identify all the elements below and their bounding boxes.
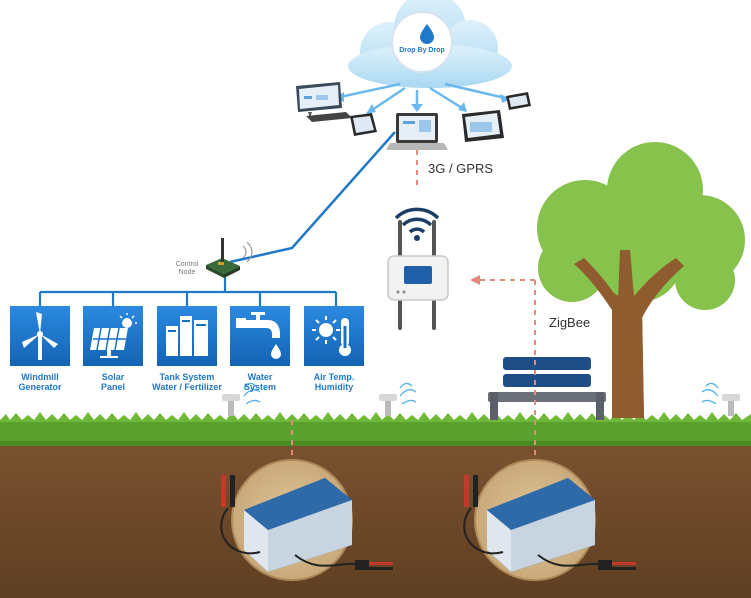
tablet-device-icon [350,113,377,136]
grass-strip [0,412,751,446]
module-label-line1: Windmill [21,372,59,382]
cloud-arrows [339,82,506,112]
module-tile-solar [83,306,143,366]
tree [537,142,745,418]
control-node-label-line1: Control [175,261,199,268]
antenna-icon [221,238,224,262]
module-bus [38,272,338,306]
module-label-line1: Air Temp. [313,372,355,382]
wireless-signal-icon [242,241,253,263]
module-label-line2: System [243,382,277,392]
windmill-icon [22,312,58,360]
zigbee-link [478,279,536,475]
module-label-windmill: Windmill Generator [0,372,85,392]
module-label-tank: Tank System Water / Fertilizer [142,372,232,392]
cellular-link-label: 3G / GPRS [428,161,494,176]
module-label-line1: Tank System [159,372,215,382]
sprinkler-icon [222,382,261,416]
desktop-computer-icon [296,82,352,122]
module-label-line2: Panel [100,382,125,392]
solar-panel-icon [90,313,137,358]
zigbee-arrow [470,275,480,285]
water-tap-icon [236,312,281,359]
wireless-gateway [387,207,449,330]
park-bench [488,357,606,420]
module-label-line2: Humidity [314,382,354,392]
smartphone-icon [506,92,531,110]
control-uplink-line [229,131,396,264]
module-label-line1: Solar [101,372,125,382]
soil-ground [0,440,751,598]
sprinkler-icon [701,382,740,416]
sprinkler-icon [379,382,417,416]
control-node-label: Control Node [157,261,217,277]
tree-canopy [537,142,745,310]
module-tile-airtemp [304,306,364,366]
module-label-water: Water System [215,372,305,392]
control-node-label-line2: Node [178,269,196,276]
soil-sensor-node-left [220,459,393,581]
tank-icon [166,316,208,356]
module-label-line1: Water [247,372,273,382]
module-tile-water [230,306,290,366]
control-node-board [206,238,253,278]
soil-sensor-node-right [463,459,636,581]
module-tile-windmill [10,306,70,366]
zigbee-link-label: ZigBee [549,315,591,330]
module-label-line2: Water / Fertilizer [152,382,222,392]
module-label-line2: Generator [18,382,62,392]
cloud-logo-text: Drop By Drop [399,47,445,54]
arrow-heads [334,92,511,114]
tablet-large-icon [462,110,504,142]
laptop-computer-icon [386,113,448,150]
sun-thermometer-icon [312,316,351,356]
wifi-signal-icon [394,207,440,220]
dropbydrop-logo-icon [391,11,453,73]
module-label-solar: Solar Panel [68,372,158,392]
module-tile-tank [157,306,217,366]
module-label-airtemp: Air Temp. Humidity [289,372,379,392]
cloud-service [348,0,512,88]
